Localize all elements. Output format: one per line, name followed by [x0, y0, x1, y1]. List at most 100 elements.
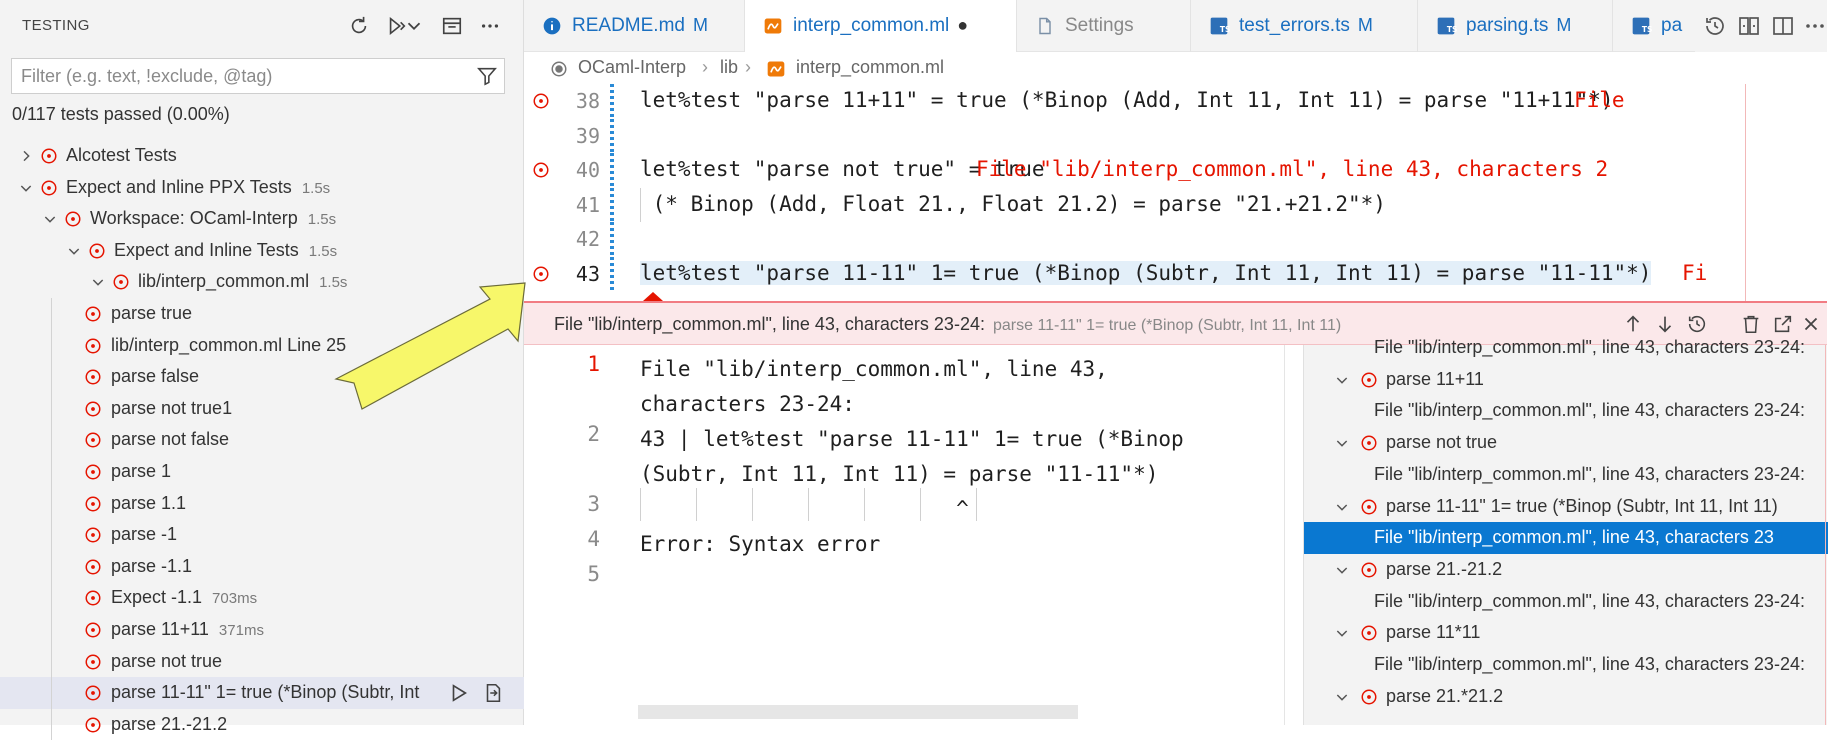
- compare-icon[interactable]: [1737, 14, 1761, 38]
- run-options-dropdown[interactable]: [405, 11, 423, 41]
- test-tree-item[interactable]: Alcotest Tests: [0, 140, 524, 172]
- error-icon: [1361, 435, 1377, 451]
- modified-gutter: [610, 257, 614, 292]
- code-line[interactable]: 39: [524, 118, 1827, 154]
- breadcrumb-file[interactable]: interp_common.ml: [796, 57, 945, 77]
- history-icon[interactable]: [1686, 313, 1708, 335]
- editor-actions: [1695, 0, 1827, 52]
- chevron-down-icon[interactable]: [42, 211, 58, 227]
- test-failed-icon[interactable]: [532, 92, 550, 110]
- result-test-item[interactable]: parse 11-11" 1= true (*Binop (Subtr, Int…: [1304, 491, 1828, 523]
- chevron-down-icon[interactable]: [1334, 372, 1350, 388]
- filter-icon[interactable]: [476, 65, 498, 87]
- result-test-item[interactable]: parse not true: [1304, 427, 1828, 459]
- run-tests-button[interactable]: [382, 11, 412, 41]
- result-message-item[interactable]: File "lib/interp_common.ml", line 43, ch…: [1304, 586, 1828, 618]
- test-tree-label: parse false: [111, 366, 199, 387]
- chevron-down-icon[interactable]: [90, 274, 106, 290]
- run-test-icon[interactable]: [448, 682, 470, 704]
- horizontal-scrollbar[interactable]: [638, 705, 1078, 719]
- test-tree-item[interactable]: parse not true1: [0, 392, 524, 425]
- result-test-item[interactable]: parse 21.-21.2: [1304, 554, 1828, 586]
- ocaml-icon: [764, 18, 782, 34]
- trash-icon[interactable]: [1740, 313, 1762, 335]
- test-tree-item[interactable]: parse 1.1: [0, 487, 524, 520]
- test-tree-item[interactable]: lib/interp_common.ml Line 25: [0, 329, 524, 362]
- history-icon[interactable]: [1703, 14, 1727, 38]
- open-external-icon[interactable]: [1772, 313, 1794, 335]
- test-name: parse -1.1: [111, 555, 193, 576]
- code-line[interactable]: 41 (* Binop (Add, Float 21., Float 21.2)…: [524, 187, 1827, 223]
- chevron-down-icon[interactable]: [1334, 499, 1350, 515]
- test-tree-item[interactable]: parse false: [0, 361, 524, 393]
- show-output-button[interactable]: [437, 11, 467, 41]
- editor-tab[interactable]: Settings: [1017, 0, 1191, 52]
- test-tree-item[interactable]: parse 21.-21.2: [0, 708, 524, 740]
- error-icon: [89, 243, 105, 259]
- chevron-down-icon[interactable]: [1334, 689, 1350, 705]
- result-message-item[interactable]: File "lib/interp_common.ml", line 43, ch…: [1304, 459, 1828, 491]
- test-tree-item[interactable]: parse -1: [0, 519, 524, 551]
- chevron-down-icon[interactable]: [66, 243, 82, 259]
- split-editor-icon[interactable]: [1771, 14, 1795, 38]
- peek-splitter[interactable]: [1284, 345, 1285, 725]
- indent-guide: [51, 613, 52, 646]
- test-failed-icon[interactable]: [532, 161, 550, 179]
- indent-guide: [51, 708, 52, 740]
- test-name: parse true: [111, 302, 193, 323]
- go-to-test-icon[interactable]: [482, 682, 504, 704]
- arrow-down-icon[interactable]: [1654, 313, 1676, 335]
- code-text: let%test "parse 11+11" = true (*Binop (A…: [640, 88, 1614, 112]
- breadcrumb-folder[interactable]: lib: [720, 57, 739, 77]
- refresh-tests-button[interactable]: [344, 11, 374, 41]
- test-tree-item[interactable]: parse true: [0, 297, 524, 330]
- error-icon: [85, 496, 101, 512]
- result-text: File "lib/interp_common.ml", line 43, ch…: [1374, 463, 1805, 484]
- inline-error-message: File "lib/interp_common.ml", line 43, ch…: [976, 157, 1609, 182]
- code-text: let%test "parse 11-11" 1= true (*Binop (…: [640, 261, 1652, 285]
- error-icon: [85, 401, 101, 417]
- result-test-item[interactable]: parse 21.*21.2: [1304, 681, 1828, 713]
- chevron-down-icon[interactable]: [18, 180, 34, 196]
- more-editor-actions-icon[interactable]: [1803, 14, 1827, 38]
- breadcrumb-root[interactable]: OCaml-Interp: [578, 57, 687, 77]
- filter-input[interactable]: [12, 59, 462, 93]
- tab-filename: Settings: [1065, 15, 1134, 36]
- chevron-down-icon[interactable]: [1334, 435, 1350, 451]
- close-icon[interactable]: [1800, 313, 1822, 335]
- test-tree-item[interactable]: parse -1.1: [0, 550, 524, 583]
- result-message-item[interactable]: File "lib/interp_common.ml", line 43, ch…: [1304, 395, 1828, 427]
- result-test-item[interactable]: parse 11+11: [1304, 364, 1828, 396]
- code-line[interactable]: 42: [524, 222, 1827, 257]
- test-tree-item[interactable]: parse 1: [0, 455, 524, 488]
- unsaved-dot[interactable]: ●: [957, 15, 969, 35]
- test-failed-icon[interactable]: [532, 265, 550, 283]
- editor-tab[interactable]: interp_common.ml●: [745, 0, 1017, 52]
- chevron-right-icon[interactable]: [18, 148, 34, 164]
- result-test-item[interactable]: parse 11*11: [1304, 617, 1828, 649]
- arrow-up-icon[interactable]: [1622, 313, 1644, 335]
- chevron-down-icon[interactable]: [1334, 625, 1350, 641]
- result-message-item[interactable]: File "lib/interp_common.ml", line 43, ch…: [1304, 649, 1828, 681]
- test-tree-item[interactable]: parse not false: [0, 424, 524, 456]
- result-message-item[interactable]: File "lib/interp_common.ml", line 43, ch…: [1304, 332, 1828, 364]
- chevron-down-icon[interactable]: [1334, 562, 1350, 578]
- test-tree-item[interactable]: parse not true: [0, 645, 524, 678]
- test-tree-item[interactable]: parse 11-11" 1= true (*Binop (Subtr, Int: [0, 677, 524, 709]
- more-actions-button[interactable]: [475, 11, 505, 41]
- result-message-item[interactable]: File "lib/interp_common.ml", line 43, ch…: [1304, 522, 1828, 554]
